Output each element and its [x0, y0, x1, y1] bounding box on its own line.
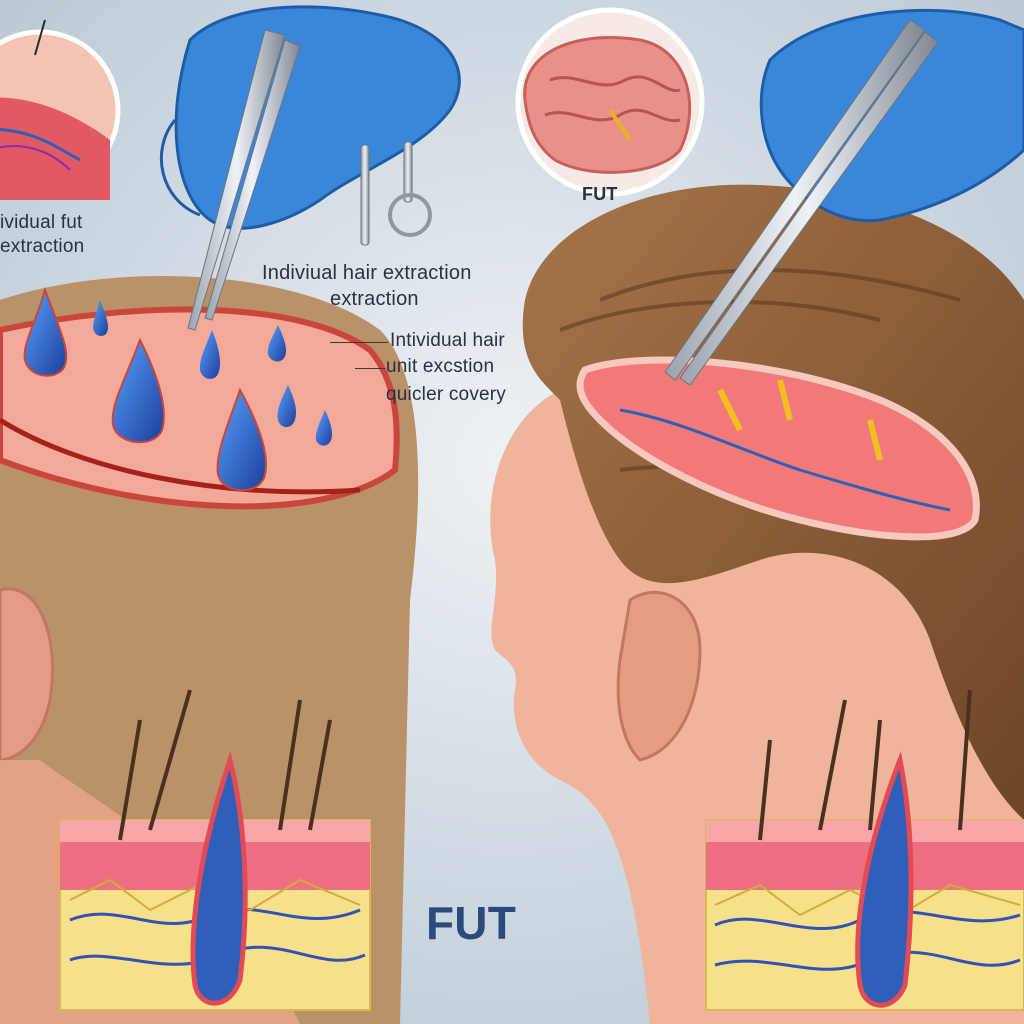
- follicle-drop-icon: [216, 387, 267, 492]
- left-label-line-1: ividual fut: [0, 212, 83, 233]
- label-leader-line: [355, 368, 385, 369]
- right-ear: [616, 590, 702, 762]
- mid-label-line-2: extraction: [330, 288, 419, 310]
- follicle-drop-icon: [23, 286, 68, 377]
- left-ear: [0, 587, 55, 762]
- top-left-inset: [0, 19, 121, 200]
- mid-label-line-4: unit excstion: [386, 356, 495, 377]
- punch-tool-icon: [403, 141, 413, 203]
- right-hand-with-tweezers: [664, 8, 1024, 386]
- tweezers-icon: [664, 19, 926, 381]
- left-skin-cross-section: [59, 689, 371, 1011]
- incision-line: [0, 417, 361, 495]
- left-label-line-2: extraction: [0, 236, 85, 257]
- hair-follicle-icon: [855, 751, 914, 1008]
- fut-inset-label: FUT: [582, 184, 618, 204]
- label-leader-line: [330, 342, 388, 343]
- donor-area-outline: [0, 306, 400, 510]
- hair-follicle-icon: [190, 751, 248, 1006]
- mid-label-line-5: quicler covery: [386, 384, 507, 405]
- left-hand-with-tweezers: [159, 5, 461, 331]
- follicle-drop-icon: [267, 325, 286, 362]
- tweezers-icon: [187, 29, 286, 331]
- follicle-drop-icon: [199, 330, 220, 379]
- glove-icon: [759, 8, 1024, 223]
- right-skin-cross-section: [705, 689, 1024, 1011]
- follicle-drop-icon: [111, 337, 165, 444]
- follicle-drop-icon: [277, 385, 296, 428]
- fut-title: FUT: [426, 897, 517, 949]
- surgical-tools: [360, 141, 432, 246]
- mid-label-line-1: Indiviual hair extraction: [262, 262, 472, 284]
- follicle-drop-icon: [315, 410, 333, 446]
- mid-label-line-3: Intividual hair: [390, 330, 505, 351]
- follicle-drops: [23, 286, 333, 492]
- top-right-inset: [515, 7, 705, 197]
- scalpel-icon: [360, 144, 370, 246]
- follicle-drop-icon: [93, 300, 108, 336]
